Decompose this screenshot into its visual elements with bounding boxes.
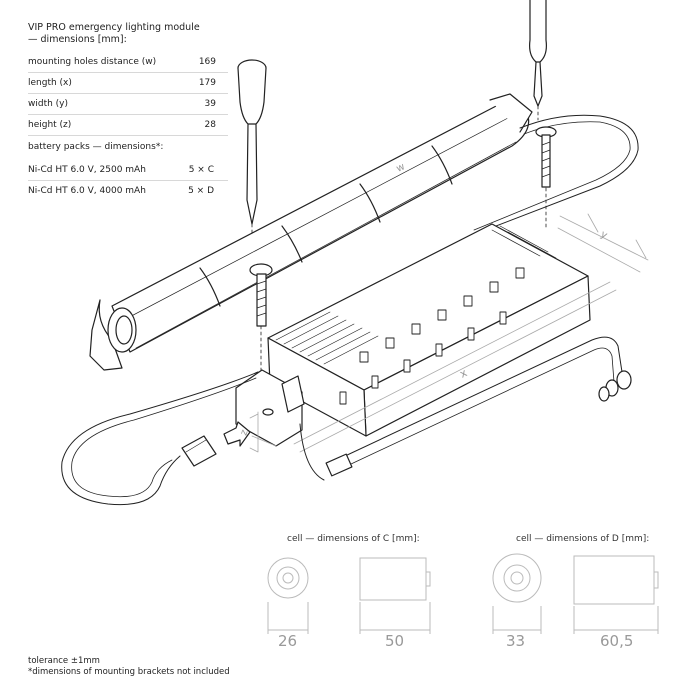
footer-notes: tolerance ±1mm *dimensions of mounting b… bbox=[28, 656, 230, 677]
row-label: Ni-Cd HT 6.0 V, 2500 mAh bbox=[28, 160, 154, 181]
wire-loop bbox=[61, 371, 259, 506]
tolerance-note: tolerance ±1mm bbox=[28, 656, 100, 666]
row-label: length (x) bbox=[28, 72, 176, 94]
cell-d-drawing bbox=[492, 553, 659, 634]
row-value: 179 bbox=[176, 72, 228, 94]
dim-label-w: w bbox=[395, 161, 407, 174]
cable-connector bbox=[325, 336, 632, 477]
cell-c-drawing bbox=[267, 557, 431, 634]
row-label: Ni-Cd HT 6.0 V, 4000 mAh bbox=[28, 186, 146, 196]
dim-label-z: z bbox=[238, 428, 250, 437]
screwdriver-right-icon bbox=[529, 0, 547, 121]
dim-label-y: y bbox=[599, 229, 609, 242]
screw-left-icon bbox=[249, 263, 273, 373]
insert-arrow-icon bbox=[223, 421, 251, 447]
row-value: 28 bbox=[176, 114, 228, 136]
dim-label-x: x bbox=[458, 366, 470, 381]
cell-c-length: 50 bbox=[385, 632, 405, 650]
dimension-lines: y x z bbox=[238, 213, 649, 453]
rj-plug-icon bbox=[181, 435, 217, 467]
table-row: height (z)28 bbox=[28, 114, 228, 136]
row-value: 169 bbox=[176, 52, 228, 73]
cell-c-diameter: 26 bbox=[278, 632, 298, 650]
table-row: length (x)179 bbox=[28, 72, 228, 94]
cell-d-caption: cell — dimensions of D [mm]: bbox=[516, 534, 650, 544]
row-value: 39 bbox=[176, 93, 228, 115]
sensor-connector-icon bbox=[598, 370, 632, 402]
emergency-module bbox=[235, 223, 591, 447]
screw-right-icon bbox=[535, 126, 557, 229]
cell-c-caption: cell — dimensions of C [mm]: bbox=[287, 534, 420, 544]
module-dimensions-title: VIP PRO emergency lighting module — dime… bbox=[28, 22, 248, 46]
module-title: VIP PRO emergency lighting module bbox=[28, 22, 200, 33]
row-label: width (y) bbox=[28, 93, 176, 115]
row-value: 5 × D bbox=[188, 186, 214, 196]
table-row: mounting holes distance (w)169 bbox=[28, 52, 228, 73]
row-value: 5 × C bbox=[154, 160, 228, 181]
module-dimensions-table: mounting holes distance (w)169 length (x… bbox=[28, 52, 228, 136]
table-row: Ni-Cd HT 6.0 V, 4000 mAh 5 × D bbox=[28, 181, 228, 202]
row-label: mounting holes distance (w) bbox=[28, 52, 176, 73]
brackets-note: *dimensions of mounting brackets not inc… bbox=[28, 666, 230, 677]
module-subtitle: — dimensions [mm]: bbox=[28, 34, 127, 45]
table-row: width (y)39 bbox=[28, 93, 228, 115]
row-label: height (z) bbox=[28, 114, 176, 136]
battery-packs-title: battery packs — dimensions*: bbox=[28, 142, 164, 152]
battery-pack: w bbox=[89, 93, 533, 371]
cell-d-length: 60,5 bbox=[600, 632, 634, 650]
exploded-diagram: w bbox=[61, 0, 649, 506]
cell-d-diameter: 33 bbox=[506, 632, 526, 650]
